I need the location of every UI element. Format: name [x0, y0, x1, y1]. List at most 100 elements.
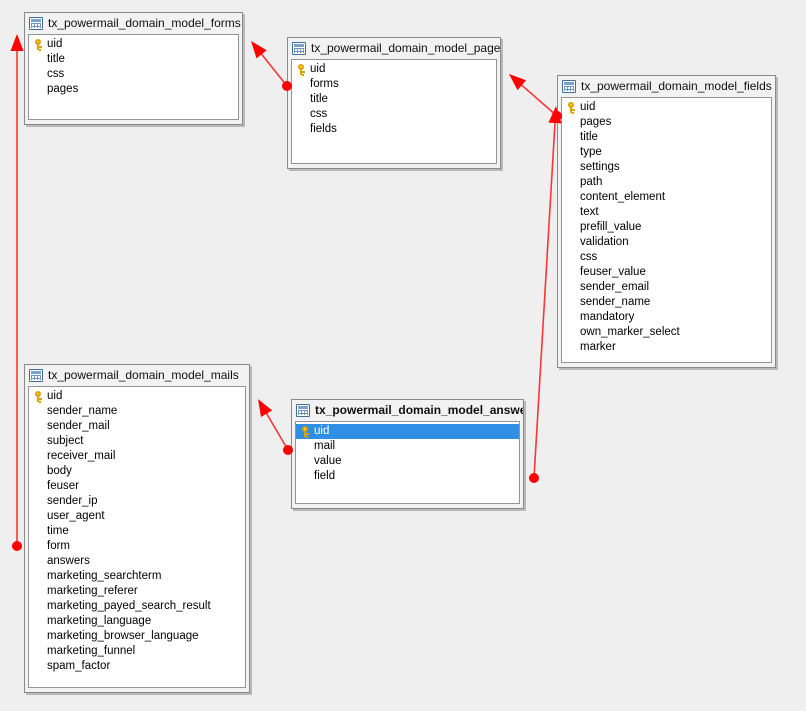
key-icon-spacer — [566, 267, 576, 278]
relation-fields-to-pages[interactable] — [509, 74, 562, 121]
attribute-row[interactable]: title — [29, 52, 238, 67]
attribute-row[interactable]: path — [562, 175, 771, 190]
table-icon — [296, 404, 310, 417]
key-icon-spacer — [566, 117, 576, 128]
relation-pages-to-forms[interactable] — [251, 41, 292, 91]
attribute-row[interactable]: marketing_searchterm — [29, 569, 245, 584]
attribute-label: pages — [47, 83, 79, 95]
relation-arrowhead — [251, 41, 267, 59]
relation-mails-to-forms[interactable] — [10, 34, 24, 551]
attribute-row[interactable]: sender_name — [29, 404, 245, 419]
key-icon-spacer — [566, 327, 576, 338]
attribute-row[interactable]: text — [562, 205, 771, 220]
attribute-row[interactable]: css — [562, 250, 771, 265]
attribute-label: text — [580, 206, 599, 218]
attribute-row[interactable]: sender_mail — [29, 419, 245, 434]
attribute-label: css — [47, 68, 65, 80]
relation-arrowhead — [10, 34, 24, 51]
key-icon — [33, 39, 43, 51]
entity-title-bar-mails[interactable]: tx_powermail_domain_model_mails — [25, 365, 249, 386]
attribute-row[interactable]: own_marker_select — [562, 325, 771, 340]
attribute-row[interactable]: mail — [296, 439, 519, 454]
attribute-row[interactable]: css — [292, 107, 496, 122]
attribute-row[interactable]: settings — [562, 160, 771, 175]
key-icon-spacer — [33, 421, 43, 432]
attribute-label: uid — [47, 38, 63, 50]
attribute-row[interactable]: validation — [562, 235, 771, 250]
key-icon-spacer — [33, 556, 43, 567]
attribute-row[interactable]: uid — [29, 389, 245, 404]
key-icon-spacer — [300, 471, 310, 482]
attribute-row[interactable]: field — [296, 469, 519, 484]
key-icon-spacer — [33, 631, 43, 642]
key-icon-spacer — [296, 109, 306, 120]
attribute-row[interactable]: sender_name — [562, 295, 771, 310]
attribute-label: content_element — [580, 191, 666, 203]
attribute-row[interactable]: feuser — [29, 479, 245, 494]
entity-title-bar-answer[interactable]: tx_powermail_domain_model_answer — [292, 400, 523, 421]
attribute-row[interactable]: title — [562, 130, 771, 145]
attribute-row[interactable]: feuser_value — [562, 265, 771, 280]
attribute-row[interactable]: mandatory — [562, 310, 771, 325]
attribute-row[interactable]: type — [562, 145, 771, 160]
attribute-row[interactable]: marketing_language — [29, 614, 245, 629]
key-icon-spacer — [33, 451, 43, 462]
attribute-row[interactable]: spam_factor — [29, 659, 245, 674]
key-icon-spacer — [296, 124, 306, 135]
attribute-row[interactable]: pages — [29, 82, 238, 97]
entity-title-bar-pages[interactable]: tx_powermail_domain_model_pages — [288, 38, 500, 59]
attribute-row[interactable]: marketing_referer — [29, 584, 245, 599]
attribute-label: answers — [47, 555, 90, 567]
attribute-row[interactable]: marketing_payed_search_result — [29, 599, 245, 614]
attribute-row[interactable]: time — [29, 524, 245, 539]
key-icon-spacer — [33, 511, 43, 522]
attribute-row[interactable]: marker — [562, 340, 771, 355]
attribute-label: field — [314, 470, 336, 482]
key-icon-spacer — [33, 481, 43, 492]
attribute-row[interactable]: value — [296, 454, 519, 469]
attribute-row[interactable]: user_agent — [29, 509, 245, 524]
attribute-label: uid — [310, 63, 326, 75]
entity-title-bar-fields[interactable]: tx_powermail_domain_model_fields — [558, 76, 775, 97]
attribute-row[interactable]: uid — [29, 37, 238, 52]
attribute-row[interactable]: subject — [29, 434, 245, 449]
attribute-label: form — [47, 540, 70, 552]
attribute-row[interactable]: sender_ip — [29, 494, 245, 509]
attribute-label: marketing_referer — [47, 585, 138, 597]
attribute-row[interactable]: uid — [296, 424, 519, 439]
relation-answer-to-mails[interactable] — [258, 399, 293, 455]
attribute-row[interactable]: body — [29, 464, 245, 479]
attribute-row[interactable]: fields — [292, 122, 496, 137]
key-icon-spacer — [566, 207, 576, 218]
key-icon-spacer — [566, 237, 576, 248]
attribute-row[interactable]: pages — [562, 115, 771, 130]
key-icon-spacer — [33, 661, 43, 672]
attribute-row[interactable]: uid — [292, 62, 496, 77]
attribute-row[interactable]: prefill_value — [562, 220, 771, 235]
key-icon-spacer — [33, 436, 43, 447]
entity-title-label: tx_powermail_domain_model_mails — [48, 368, 239, 382]
attribute-row[interactable]: forms — [292, 77, 496, 92]
key-icon — [566, 102, 576, 114]
attribute-row[interactable]: content_element — [562, 190, 771, 205]
attribute-row[interactable]: marketing_browser_language — [29, 629, 245, 644]
attribute-row[interactable]: marketing_funnel — [29, 644, 245, 659]
entity-title-bar-forms[interactable]: tx_powermail_domain_model_forms — [25, 13, 242, 34]
key-icon-spacer — [33, 466, 43, 477]
attribute-label: title — [47, 53, 65, 65]
attribute-row[interactable]: title — [292, 92, 496, 107]
attribute-row[interactable]: form — [29, 539, 245, 554]
key-icon-spacer — [33, 601, 43, 612]
attribute-row[interactable]: uid — [562, 100, 771, 115]
key-icon — [33, 391, 43, 403]
attribute-row[interactable]: sender_email — [562, 280, 771, 295]
attribute-row[interactable]: receiver_mail — [29, 449, 245, 464]
attribute-row[interactable]: answers — [29, 554, 245, 569]
attribute-row[interactable]: css — [29, 67, 238, 82]
